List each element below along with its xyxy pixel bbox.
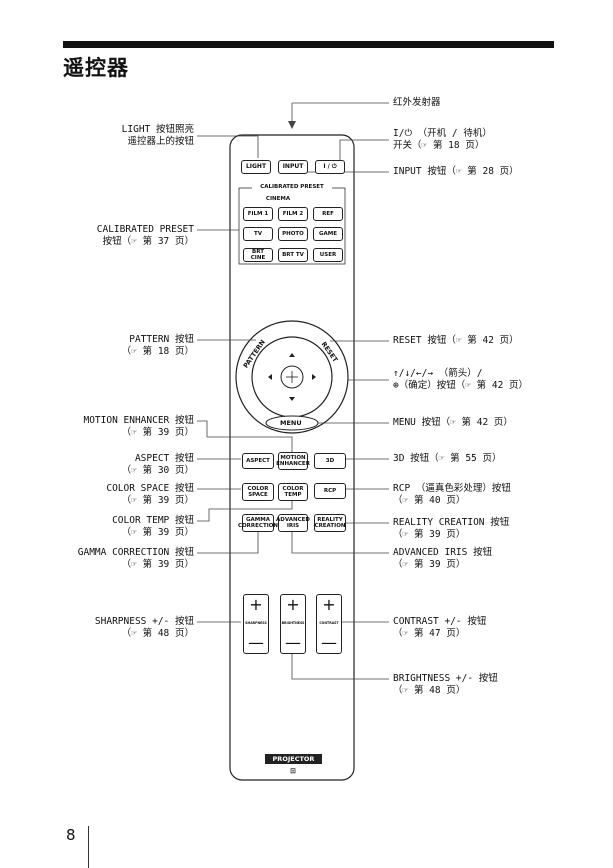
colortemp-label-2: TEMP [284,492,302,498]
label-power: I/⏻ （开机 / 待机）开关（☞ 第 18 页） [393,128,492,151]
sharpness-plus[interactable]: + [249,595,263,614]
motion-enhancer-button[interactable]: MOTION ENHANCER [276,452,310,470]
advanced-iris-button[interactable]: ADVANCED IRIS [276,514,310,532]
title-rule [63,41,554,48]
photo-button[interactable]: PHOTO [278,227,308,241]
input-button[interactable]: INPUT [278,160,308,174]
aspect-button[interactable]: ASPECT [242,453,274,469]
label-color-temp: COLOR TEMP 按钮（☞ 第 39 页） [112,515,194,538]
sharpness-stepper[interactable]: + SHARPNESS — [243,594,269,654]
reality-creation-button[interactable]: REALITY CREATION [314,514,346,532]
power-button[interactable]: I / ⏻ [315,160,345,174]
label-gamma-correction: GAMMA CORRECTION 按钮（☞ 第 39 页） [77,547,194,570]
calibrated-preset-title: CALIBRATED PRESET [252,184,332,190]
tv-button[interactable]: TV [243,227,273,241]
label-reality-creation: REALITY CREATION 按钮（☞ 第 39 页） [393,517,510,540]
label-input: INPUT 按钮（☞ 第 28 页） [393,166,519,177]
label-aspect: ASPECT 按钮（☞ 第 30 页） [121,453,194,476]
contrast-plus[interactable]: + [322,595,336,614]
reality-label-1: REALITY [317,517,343,523]
film2-button[interactable]: FILM 2 [278,207,308,221]
label-3d: 3D 按钮（☞ 第 55 页） [393,453,502,464]
label-arrows: ↑/↓/←/→ （箭头）/⊕（确定）按钮（☞ 第 42 页） [393,368,529,391]
brightness-minus[interactable]: — [285,633,301,652]
gamma-label-1: GAMMA [246,517,270,523]
gamma-label-2: CORRECTION [237,523,279,529]
colorspace-label-1: COLOR [247,486,269,492]
brightness-label: BRIGHTNESS [281,621,305,625]
motion-label-2: ENHANCER [276,461,310,467]
brand-logo-icon: ⊡ [290,767,296,775]
contrast-stepper[interactable]: + CONTRAST — [316,594,342,654]
color-temp-button[interactable]: COLOR TEMP [278,483,308,501]
reality-label-2: CREATION [314,523,346,529]
label-advanced-iris: ADVANCED IRIS 按钮（☞ 第 39 页） [393,547,493,570]
label-motion-enhancer: MOTION ENHANCER 按钮（☞ 第 39 页） [83,415,194,438]
cinema-title: CINEMA [265,196,291,202]
label-rcp: RCP （逼真色彩处理）按钮（☞ 第 40 页） [393,483,511,506]
color-space-button[interactable]: COLOR SPACE [242,483,274,501]
contrast-minus[interactable]: — [321,633,337,652]
brightness-plus[interactable]: + [286,595,300,614]
label-pattern: PATTERN 按钮（☞ 第 18 页） [121,334,194,357]
light-button[interactable]: LIGHT [241,160,271,174]
iris-label-1: ADVANCED [276,517,310,523]
film1-button[interactable]: FILM 1 [243,207,273,221]
page-divider [88,826,89,868]
label-color-space: COLOR SPACE 按钮（☞ 第 39 页） [106,483,194,506]
brt-cine-button[interactable]: BRT CINE [243,248,273,262]
brt-tv-button[interactable]: BRT TV [278,248,308,262]
3d-button[interactable]: 3D [314,453,346,469]
projector-badge: PROJECTOR [265,754,322,764]
label-reset: RESET 按钮（☞ 第 42 页） [393,335,519,346]
gamma-correction-button[interactable]: GAMMA CORRECTION [238,514,278,532]
sharpness-label: SHARPNESS [245,621,267,625]
page-title: 遥控器 [63,56,129,80]
label-ir-emitter: 红外发射器 [393,97,441,108]
colortemp-label-1: COLOR [282,486,304,492]
rcp-button[interactable]: RCP [314,483,346,499]
label-brightness: BRIGHTNESS +/- 按钮（☞ 第 48 页） [393,673,498,696]
motion-label-1: MOTION [280,455,306,461]
ref-button[interactable]: REF [313,207,343,221]
brightness-stepper[interactable]: + BRIGHTNESS — [280,594,306,654]
page-number: 8 [66,826,76,844]
sharpness-minus[interactable]: — [248,633,264,652]
colorspace-label-2: SPACE [248,492,268,498]
label-light: LIGHT 按钮照亮遥控器上的按钮 [121,124,194,147]
label-sharpness: SHARPNESS +/- 按钮（☞ 第 48 页） [94,616,194,639]
user-button[interactable]: USER [313,248,343,262]
label-menu: MENU 按钮（☞ 第 42 页） [393,417,513,428]
label-contrast: CONTRAST +/- 按钮（☞ 第 47 页） [393,616,487,639]
iris-label-2: IRIS [286,523,300,529]
game-button[interactable]: GAME [313,227,343,241]
contrast-label: CONTRAST [319,621,339,625]
menu-button[interactable]: MENU [280,419,302,427]
